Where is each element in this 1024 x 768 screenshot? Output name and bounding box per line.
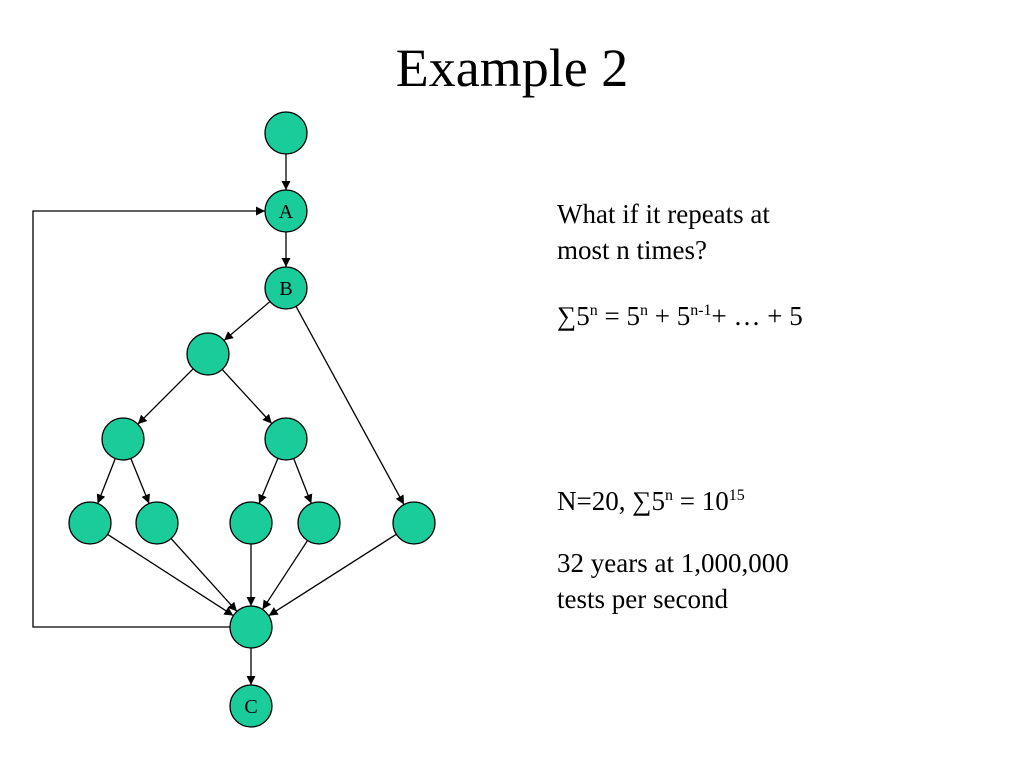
node-n2 [101,417,145,461]
term2-base: 5 [676,301,691,331]
rate-text: 32 years at 1,000,000 tests per second [557,545,789,617]
edge-n1-to-n3 [221,369,273,424]
n-sum-base: 5 [651,486,665,516]
node-l2 [135,501,179,545]
n-sum-exponent: n [664,487,673,504]
sum-exponent: n [589,302,598,319]
node-n3 [264,417,308,461]
node-label-C: C [244,696,257,718]
nodes-layer: A B C [68,111,436,728]
edge-B-to-n1 [223,301,271,341]
edge-l1-to-merge [107,533,234,617]
slide-title: Example 2 [395,38,629,98]
sum-formula: ∑5n = 5n + 5n-1+ … + 5 [557,298,803,334]
edge-l2-to-merge [170,538,238,612]
rate-line-2: tests per second [557,584,728,614]
node-n1 [186,332,230,376]
formula-plus: + [647,301,677,331]
result-base: 10 [701,486,729,516]
edge-loop-merge-to-A [32,206,265,628]
node-start [264,111,308,155]
n-equals: = [672,486,702,516]
node-l5 [392,501,436,545]
result-exponent: 15 [728,487,745,504]
term1-exponent: n [639,302,648,319]
node-l1 [68,501,112,545]
sum-base: 5 [576,301,590,331]
edges-layer [32,154,405,685]
question-line-2: most n times? [557,235,707,265]
formula-equals: = [597,301,627,331]
edge-l5-to-merge [268,533,397,617]
sum-symbol: ∑ [557,301,577,331]
n-value-prefix: N=20, [557,486,633,516]
node-B [264,266,308,310]
edge-n2-to-l1 [96,458,116,504]
edge-n2-to-l2 [130,458,150,504]
question-text: What if it repeats at most n times? [557,196,770,268]
node-A [264,189,308,233]
node-C [229,684,273,728]
formula-tail: + … + 5 [711,301,803,331]
node-merge [229,605,273,649]
edge-l4-to-merge [261,540,309,610]
n-value-formula: N=20, ∑5n = 1015 [557,483,745,519]
node-label-A: A [279,201,294,223]
question-line-1: What if it repeats at [557,199,770,229]
term1-base: 5 [626,301,640,331]
edge-n1-to-n2 [137,368,194,425]
edge-B-to-l5 [295,306,405,505]
node-label-B: B [279,278,292,300]
node-l3 [229,501,273,545]
edge-n3-to-l4 [293,458,313,504]
node-l4 [297,501,341,545]
term2-exponent: n-1 [690,302,712,319]
rate-line-1: 32 years at 1,000,000 [557,548,789,578]
edge-n3-to-l3 [258,458,279,504]
n-sum-symbol: ∑ [632,486,652,516]
